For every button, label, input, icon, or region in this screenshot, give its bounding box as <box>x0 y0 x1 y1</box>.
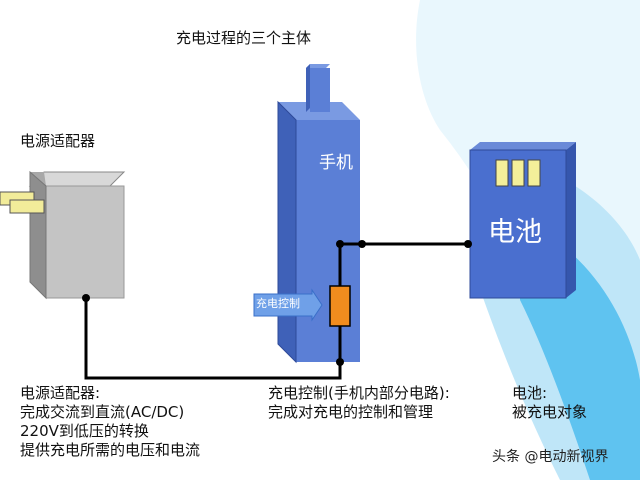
charge-control-arrow-label: 充电控制 <box>256 297 300 310</box>
adapter-prongs <box>0 191 45 214</box>
adapter-description-line: 完成交流到直流(AC/DC) <box>20 403 185 421</box>
adapter-description-line: 提供充电所需的电压和电流 <box>20 441 201 459</box>
adapter-node <box>82 294 90 302</box>
adapter-description: 电源适配器: 完成交流到直流(AC/DC) 220V到低压的转换 提供充电所需的… <box>20 384 200 460</box>
battery-description-line: 电池: <box>512 384 548 402</box>
adapter-description-line: 电源适配器: <box>20 384 101 402</box>
watermark: 头条 @电动新视界 <box>492 449 609 465</box>
battery-description-line: 被充电对象 <box>512 403 588 421</box>
battery-cells <box>495 159 541 187</box>
battery-wire-node <box>358 240 366 248</box>
battery-node <box>464 240 472 248</box>
battery-label: 电池 <box>488 217 542 248</box>
charge-control-arrow <box>253 288 323 322</box>
charge-controller-block <box>329 285 351 327</box>
phone-description: 充电控制(手机内部分电路): 完成对充电的控制和管理 <box>268 384 450 422</box>
battery-description: 电池: 被充电对象 <box>512 384 587 422</box>
phone-antenna <box>306 64 330 112</box>
phone-bottom-node <box>336 358 344 366</box>
diagram-title: 充电过程的三个主体 <box>176 29 312 47</box>
phone-description-line: 充电控制(手机内部分电路): <box>268 384 450 402</box>
adapter-box <box>28 170 126 300</box>
phone-description-line: 完成对充电的控制和管理 <box>268 403 434 421</box>
wire-adapter-to-phone <box>84 298 342 380</box>
phone-top-node <box>336 240 344 248</box>
adapter-label: 电源适配器 <box>20 132 96 150</box>
adapter-description-line: 220V到低压的转换 <box>20 422 149 440</box>
phone-label: 手机 <box>319 153 353 173</box>
